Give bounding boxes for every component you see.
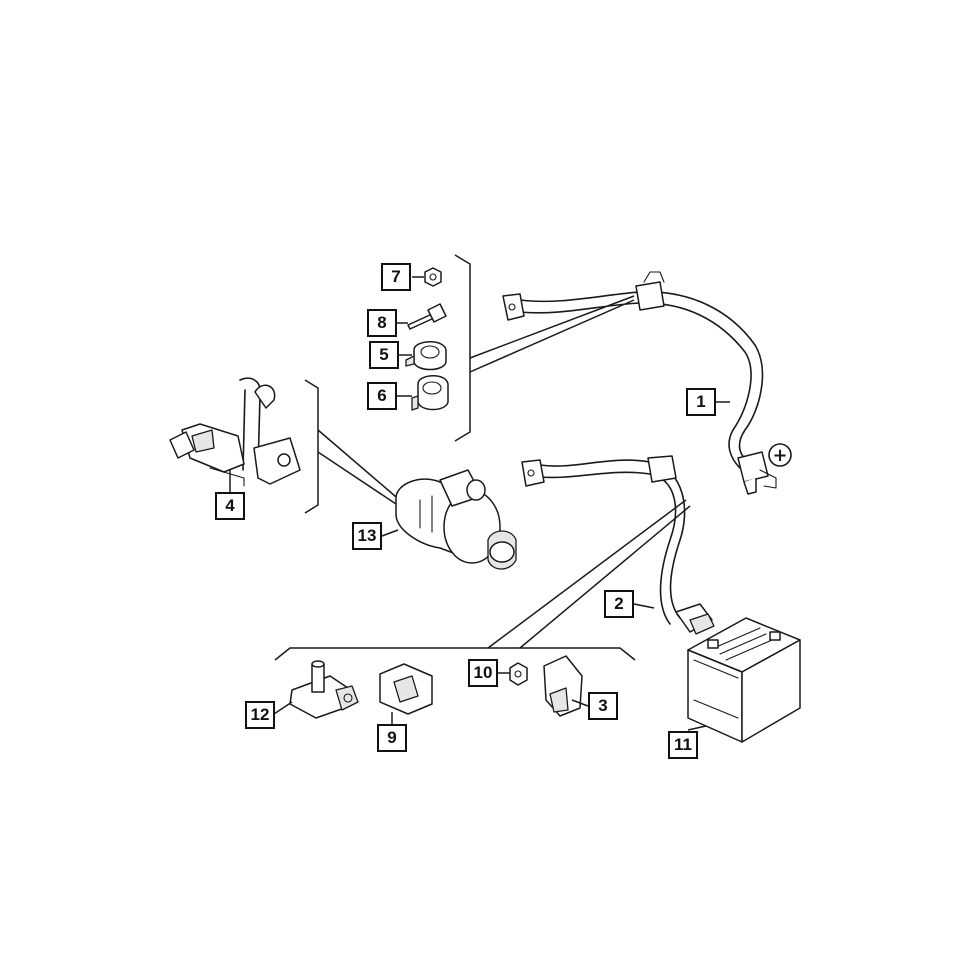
starter-motor-part-13 [395, 469, 517, 570]
callout-9: 9 [377, 724, 407, 752]
callout-11: 11 [668, 731, 698, 759]
callout-5: 5 [369, 341, 399, 369]
callout-2: 2 [604, 590, 634, 618]
cable-clamp-part-3 [543, 655, 583, 717]
callout-3: 3 [588, 692, 618, 720]
battery-part-11 [687, 617, 801, 743]
callout-6: 6 [367, 382, 397, 410]
plus-sign-icon: + [772, 445, 787, 466]
cable-clip-part-5 [405, 341, 447, 371]
battery-terminal-part-12 [289, 660, 359, 719]
group-bracket-left [304, 379, 319, 514]
callout-10: 10 [468, 659, 498, 687]
callout-1: 1 [686, 388, 716, 416]
callout-13: 13 [352, 522, 382, 550]
cable-clip-part-6 [411, 375, 449, 411]
callout-8: 8 [367, 309, 397, 337]
nut-part-10 [509, 662, 528, 686]
callout-7: 7 [381, 263, 411, 291]
group-bracket-lower [274, 647, 636, 661]
terminal-cover-part-9 [379, 663, 433, 715]
group-bracket-upper [454, 254, 471, 442]
bolt-part-8 [407, 303, 447, 330]
callout-4: 4 [215, 492, 245, 520]
positive-battery-cable [502, 271, 777, 495]
bracket-part-4 [169, 377, 301, 487]
callout-12: 12 [245, 701, 275, 729]
nut-part-7 [424, 267, 442, 287]
battery-ground-cable [521, 455, 715, 635]
positive-terminal-symbol: + [768, 443, 792, 467]
leader-lines [229, 276, 730, 731]
